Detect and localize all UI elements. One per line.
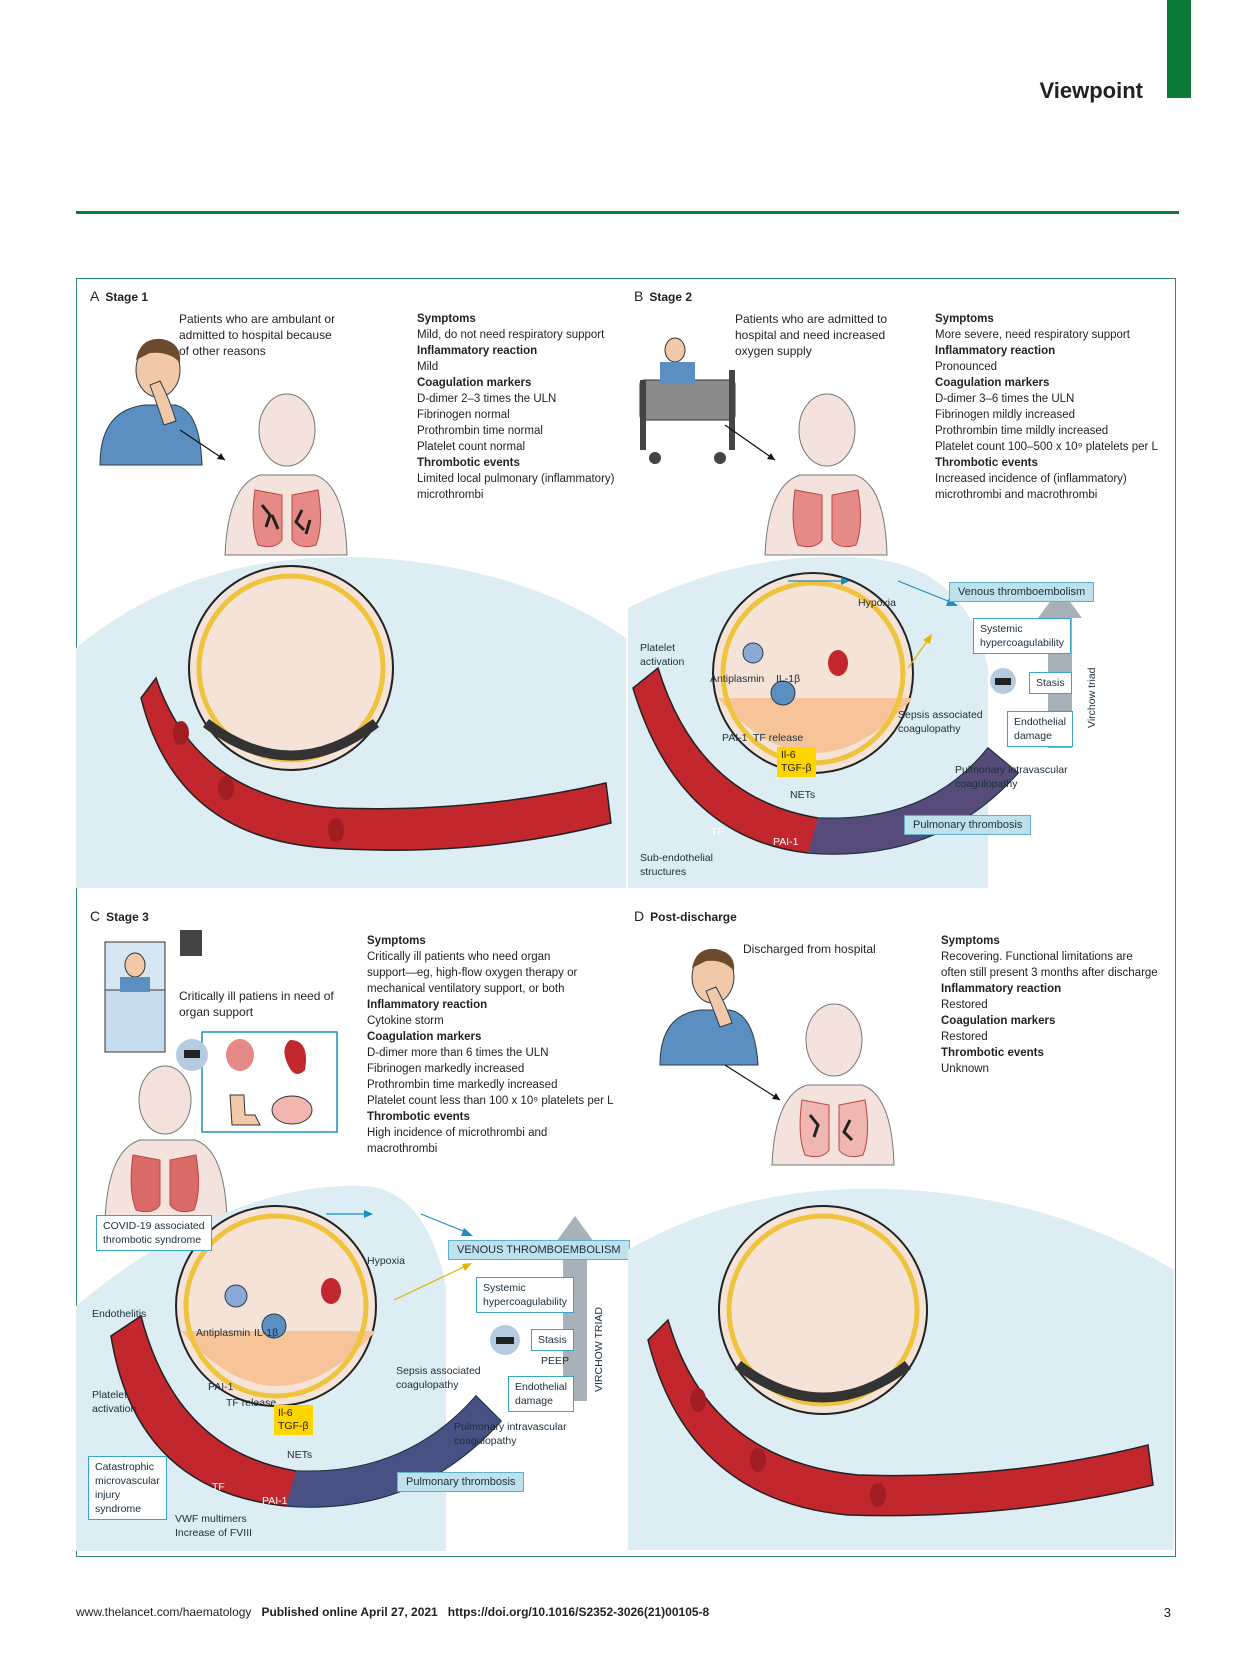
panel-stage: Stage 1 — [105, 290, 149, 304]
hospital-bed-icon — [639, 337, 736, 464]
panel-d-description: Discharged from hospital — [743, 942, 876, 956]
tf-release-label: TF release — [753, 732, 804, 744]
doi-link[interactable]: https://doi.org/10.1016/S2352-3026(21)00… — [447, 1605, 710, 1619]
endothelial-damage-label: Endothelial damage — [1007, 711, 1073, 747]
panel-letter: D — [634, 908, 645, 924]
panel-d-heading: D Post-discharge — [634, 908, 737, 924]
panel-c-heading: C Stage 3 — [90, 908, 149, 924]
panel-letter: B — [634, 288, 644, 304]
panel-letter: A — [90, 288, 100, 304]
lungs-torso-icon — [104, 1065, 228, 1221]
panel-letter: C — [90, 908, 101, 924]
covid-thrombotic-syndrome-label: COVID-19 associated thrombotic syndrome — [96, 1215, 212, 1251]
panel-b-illustration — [639, 337, 888, 556]
panel-b-heading: B Stage 2 — [634, 288, 692, 304]
pai1-top-label: PAI-1 — [208, 1381, 234, 1393]
hypoxia-label: Hypoxia — [367, 1255, 405, 1267]
header-rule — [76, 211, 1179, 214]
platelet-activation-label: Platelet activation — [92, 1389, 137, 1415]
nets-label: NETs — [790, 789, 816, 801]
alveolus-icon — [712, 572, 914, 774]
endothelial-damage-label: Endothelial damage — [508, 1376, 574, 1412]
il1b-label: IL-1β — [254, 1327, 279, 1339]
vte-label: VENOUS THROMBOEMBOLISM — [448, 1240, 630, 1260]
capillary-vessel-icon — [632, 666, 1020, 855]
virchow-triad-label: Virchow triad — [1086, 667, 1098, 729]
tf-release-label: TF release — [226, 1397, 277, 1409]
pai1-bottom-label: PAI-1 — [773, 836, 799, 848]
vwf-label: VWF multimers Increase of FVIII — [175, 1513, 253, 1539]
panel-a-heading: A Stage 1 — [90, 288, 148, 304]
lungs-torso-icon — [771, 1003, 895, 1166]
panel-d-alveolus-diagram — [628, 1188, 1174, 1550]
stasis-label: Stasis — [531, 1329, 574, 1351]
virchow-triad-label: VIRCHOW TRIAD — [593, 1307, 605, 1392]
panel-c-info: Symptoms Critically ill patients who nee… — [367, 935, 614, 1155]
alveolus-icon — [188, 565, 394, 771]
bed-stasis-icon — [490, 1325, 520, 1355]
cytokine-label: Il-6 TGF-β — [777, 747, 816, 777]
panel-d-illustration — [659, 948, 895, 1166]
systemic-hypercoagulability-label: Systemic hypercoagulability — [973, 618, 1072, 654]
pai1-top-label: PAI-1 — [722, 732, 748, 744]
pai1-bottom-label: PAI-1 — [262, 1495, 288, 1507]
sepsis-coagulopathy-label: Sepsis associated coagulopathy — [898, 709, 983, 735]
pulmonary-thrombosis-label: Pulmonary thrombosis — [397, 1472, 525, 1492]
panel-stage: Stage 2 — [649, 290, 693, 304]
panel-d-info: Symptoms Recovering. Functional limitati… — [941, 935, 1158, 1075]
peep-label: PEEP — [541, 1355, 570, 1367]
page-number: 3 — [1163, 1605, 1171, 1620]
panel-b-info: Symptoms More severe, need respiratory s… — [935, 313, 1158, 501]
panel-stage: Post-discharge — [650, 910, 737, 924]
panel-c-alveolus-diagram — [76, 1185, 597, 1551]
cytokine-label: Il-6 TGF-β — [274, 1405, 313, 1435]
sepsis-coagulopathy-label: Sepsis associated coagulopathy — [396, 1365, 481, 1391]
panel-b-alveolus-diagram — [628, 556, 1082, 888]
antiplasmin-label: Antiplasmin — [196, 1327, 251, 1339]
nets-label: NETs — [287, 1449, 313, 1461]
bed-stasis-icon — [990, 668, 1016, 694]
tf-label: TF — [711, 826, 724, 838]
journal-url[interactable]: www.thelancet.com/haematology — [76, 1605, 252, 1619]
panel-c-description: Critically ill patiens in need of organ … — [179, 989, 334, 1019]
journal-color-tab — [1167, 0, 1191, 98]
alveolus-icon — [718, 1205, 928, 1415]
pulmonary-intravascular-label: Pulmonary intravascular coagulopathy — [955, 764, 1068, 790]
footer: www.thelancet.com/haematology Published … — [76, 1605, 709, 1619]
platelet-activation-label: Platelet activation — [640, 642, 685, 668]
endothelitis-label: Endothelitis — [92, 1308, 147, 1320]
capillary-vessel-icon — [647, 1318, 1154, 1517]
vte-label: Venous thromboembolism — [949, 582, 1095, 602]
panel-a-info: Symptoms Mild, do not need respiratory s… — [417, 313, 615, 501]
stasis-label: Stasis — [1029, 672, 1072, 694]
virchow-arrow-icon — [553, 1216, 597, 1401]
il1b-label: IL-1β — [776, 673, 801, 685]
tf-label: TF — [212, 1481, 225, 1493]
lungs-torso-icon — [764, 393, 888, 556]
section-title: Viewpoint — [1039, 78, 1144, 103]
figure-frame — [76, 278, 1176, 1557]
panel-c-illustration — [104, 930, 338, 1221]
icu-patient-icon — [104, 930, 202, 1053]
alveolus-icon — [175, 1205, 377, 1407]
hypoxia-label: Hypoxia — [858, 597, 896, 609]
lungs-torso-icon — [224, 393, 348, 556]
capillary-vessel-icon — [140, 676, 612, 851]
panel-a-description: Patients who are ambulant or admitted to… — [179, 312, 336, 358]
pulmonary-thrombosis-label: Pulmonary thrombosis — [904, 815, 1032, 835]
systemic-hypercoagulability-label: Systemic hypercoagulability — [476, 1277, 575, 1313]
panel-stage: Stage 3 — [106, 910, 149, 924]
antiplasmin-label: Antiplasmin — [710, 673, 765, 685]
catastrophic-microvascular-label: Catastrophic microvascular injury syndro… — [88, 1456, 167, 1520]
panel-b-description: Patients who are admitted to hospital an… — [735, 312, 888, 358]
sub-endothelial-label: Sub-endothelial structures — [640, 852, 713, 878]
published-date: Published online April 27, 2021 — [261, 1605, 438, 1619]
panel-a-alveolus-diagram — [76, 557, 626, 888]
capillary-vessel-icon — [110, 1314, 503, 1508]
coughing-person-icon — [659, 948, 759, 1066]
organs-inset-icon — [176, 1031, 338, 1133]
pulmonary-intravascular-label: Pulmonary intravascular coagulopathy — [454, 1421, 567, 1447]
panel-a-illustration — [99, 338, 348, 556]
coughing-person-icon — [99, 338, 203, 466]
